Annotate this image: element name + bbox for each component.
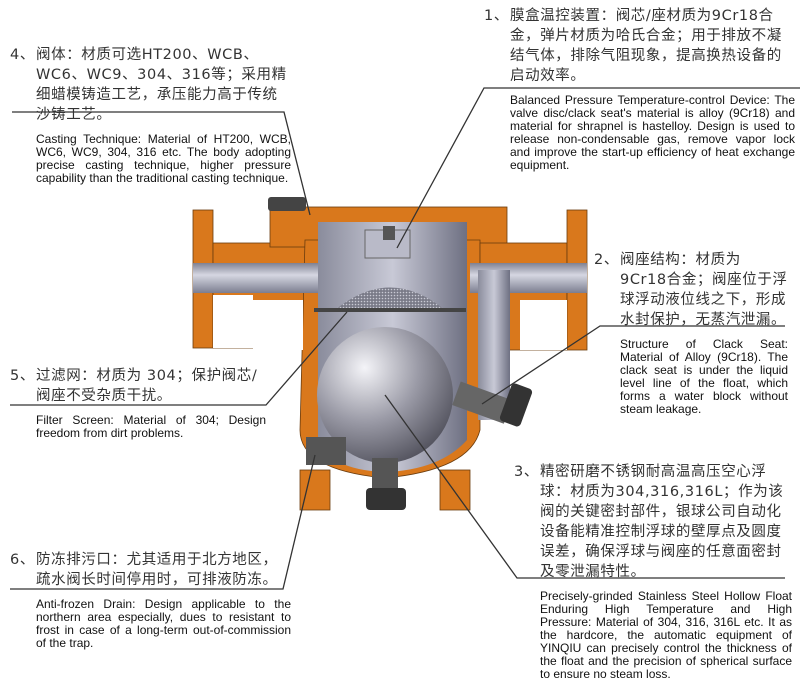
annotation-4-cn-text: 阀体：材质可选HT200、WCB、WC6、WC9、304、316等；采用精细蜡模… (36, 47, 287, 123)
annotation-3-en: Precisely-grinded Stainless Steel Hollow… (540, 589, 792, 681)
annotation-5-cn: 5、过滤网：材质为 304；保护阀芯/阀座不受杂质干扰。 (10, 366, 266, 406)
annotation-2-en: Structure of Clack Seat: Material of All… (620, 337, 788, 416)
annotation-6-cn-text: 防冻排污口：尤其适用于北方地区，疏水阀长时间停用时，可排液防冻。 (36, 552, 278, 588)
annotation-3-cn: 3、精密研磨不锈钢耐高温高压空心浮球：材质为304,316,316L；作为该阀的… (514, 462, 792, 582)
annotation-1-en: Balanced Pressure Temperature-control De… (510, 93, 795, 172)
annotation-5-cn-text: 过滤网：材质为 304；保护阀芯/阀座不受杂质干扰。 (36, 368, 258, 404)
annotation-4: 4、阀体：材质可选HT200、WCB、WC6、WC9、304、316等；采用精细… (10, 45, 291, 185)
valve-disc (383, 226, 395, 240)
leader-lines (10, 87, 800, 590)
annotation-3-number: 3、 (514, 464, 539, 480)
filter-screen (335, 287, 445, 310)
annotation-3-cn-text: 精密研磨不锈钢耐高温高压空心浮球：材质为304,316,316L；作为该阀的关键… (540, 464, 784, 580)
anti-frozen-drain (366, 488, 406, 510)
annotation-5: 5、过滤网：材质为 304；保护阀芯/阀座不受杂质干扰。 Filter Scre… (10, 366, 266, 440)
annotation-2-number: 2、 (594, 252, 619, 268)
annotation-3: 3、精密研磨不锈钢耐高温高压空心浮球：材质为304,316,316L；作为该阀的… (514, 462, 792, 681)
top-plug (268, 197, 306, 211)
filter-ring (314, 308, 466, 312)
annotation-6-number: 6、 (10, 552, 35, 568)
annotation-6: 6、防冻排污口：尤其适用于北方地区，疏水阀长时间停用时，可排液防冻。 Anti-… (10, 550, 291, 650)
annotation-1-number: 1、 (484, 8, 509, 24)
drain-plug-left (306, 437, 346, 465)
annotation-6-en: Anti-frozen Drain: Design applicable to … (36, 597, 291, 650)
annotation-4-en: Casting Technique: Material of HT200, WC… (36, 132, 291, 185)
annotation-2-cn: 2、阀座结构：材质为 9Cr18合金；阀座位于浮球浮动液位线之下，形成水封保护，… (594, 250, 788, 330)
inlet-pipe (193, 263, 323, 293)
annotation-2: 2、阀座结构：材质为 9Cr18合金；阀座位于浮球浮动液位线之下，形成水封保护，… (594, 250, 788, 416)
annotation-2-cn-text: 阀座结构：材质为 9Cr18合金；阀座位于浮球浮动液位线之下，形成水封保护，无蒸… (620, 252, 788, 328)
seat-nut (499, 383, 533, 427)
drain-screw (372, 458, 398, 488)
annotation-4-cn: 4、阀体：材质可选HT200、WCB、WC6、WC9、304、316等；采用精细… (10, 45, 291, 125)
annotation-4-number: 4、 (10, 47, 35, 63)
annotation-1: 1、膜盒温控装置：阀芯/座材质为9Cr18合金，弹片材质为哈氏合金；用于排放不凝… (484, 6, 795, 172)
annotation-5-en: Filter Screen: Material of 304; Design f… (36, 413, 266, 440)
annotation-6-cn: 6、防冻排污口：尤其适用于北方地区，疏水阀长时间停用时，可排液防冻。 (10, 550, 291, 590)
clack-seat (452, 381, 513, 424)
annotation-5-number: 5、 (10, 368, 35, 384)
annotation-1-cn: 1、膜盒温控装置：阀芯/座材质为9Cr18合金，弹片材质为哈氏合金；用于排放不凝… (484, 6, 795, 86)
annotation-1-cn-text: 膜盒温控装置：阀芯/座材质为9Cr18合金，弹片材质为哈氏合金；用于排放不凝结气… (510, 8, 782, 84)
